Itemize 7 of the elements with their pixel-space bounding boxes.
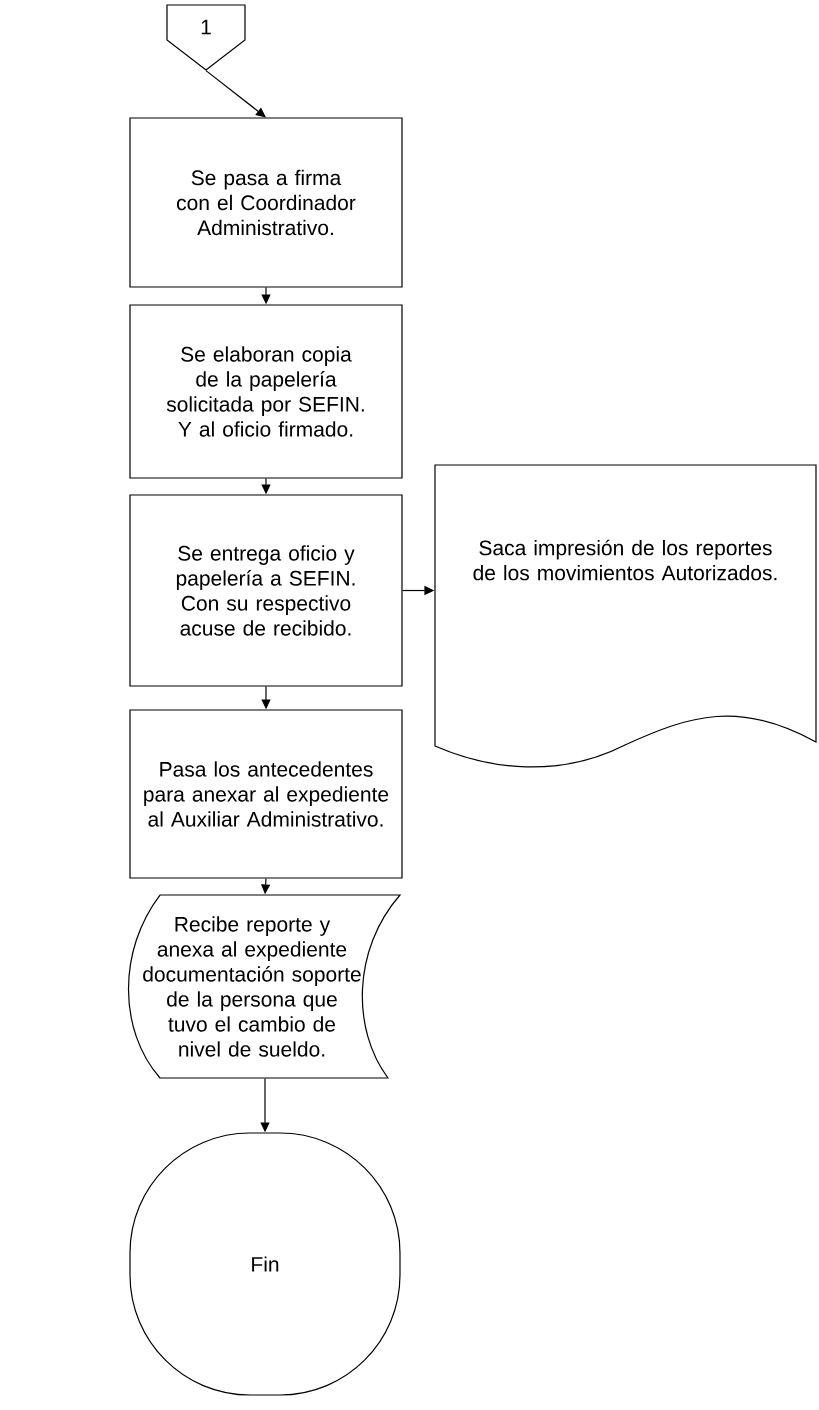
process-box: Se pasa a firma con el Coordinador Administrativo.	[129, 117, 403, 288]
arrow	[205, 70, 266, 118]
terminator: Fin	[129, 1132, 401, 1396]
off-page-connector: 1	[166, 4, 246, 71]
process-box: Pasa los antecedentes para anexar al expediente al Auxiliar Administrativo.	[129, 709, 403, 879]
process-box: Se elaboran copia de la papelería solicitada por SEFIN. Y al oficio firmado.	[129, 304, 403, 479]
process-box: Se entrega oficio y papelería a SEFIN. Con su respectivo acuse de recibido.	[129, 494, 403, 687]
